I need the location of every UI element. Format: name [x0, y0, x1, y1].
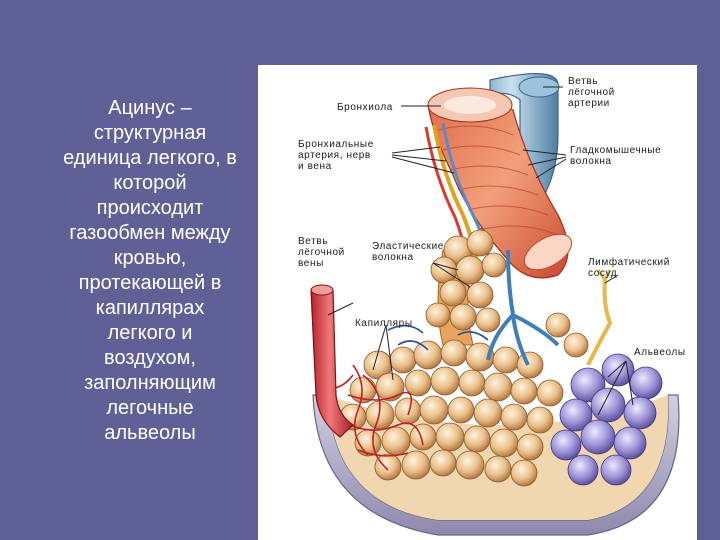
vein-lumen: [311, 285, 333, 295]
label-bronchial: Бронхиальные артерия, нерв и вена: [298, 139, 374, 172]
acinus-drawing: [258, 65, 697, 540]
label-lymph: Лимфатический сосуд: [588, 257, 670, 279]
label-smooth-muscle: Гладкомышечные волокна: [570, 145, 661, 167]
label-vein-branch: Ветвь лёгочной вены: [298, 236, 345, 269]
acinus-illustration: Бронхиола Ветвь лёгочной артерии Бронхиа…: [258, 65, 697, 540]
lymphatic-vessel: [588, 280, 610, 365]
label-artery-branch: Ветвь лёгочной артерии: [568, 76, 615, 109]
slide-text: Ацинус – структурная единица легкого, в …: [30, 96, 270, 446]
label-alveoli: Альвеолы: [634, 347, 686, 358]
label-elastic: Эластические волокна: [372, 241, 444, 263]
label-bronchiole: Бронхиола: [337, 102, 393, 113]
bronchiole-inner: [444, 96, 496, 114]
label-capillaries: Капилляры: [355, 318, 413, 329]
